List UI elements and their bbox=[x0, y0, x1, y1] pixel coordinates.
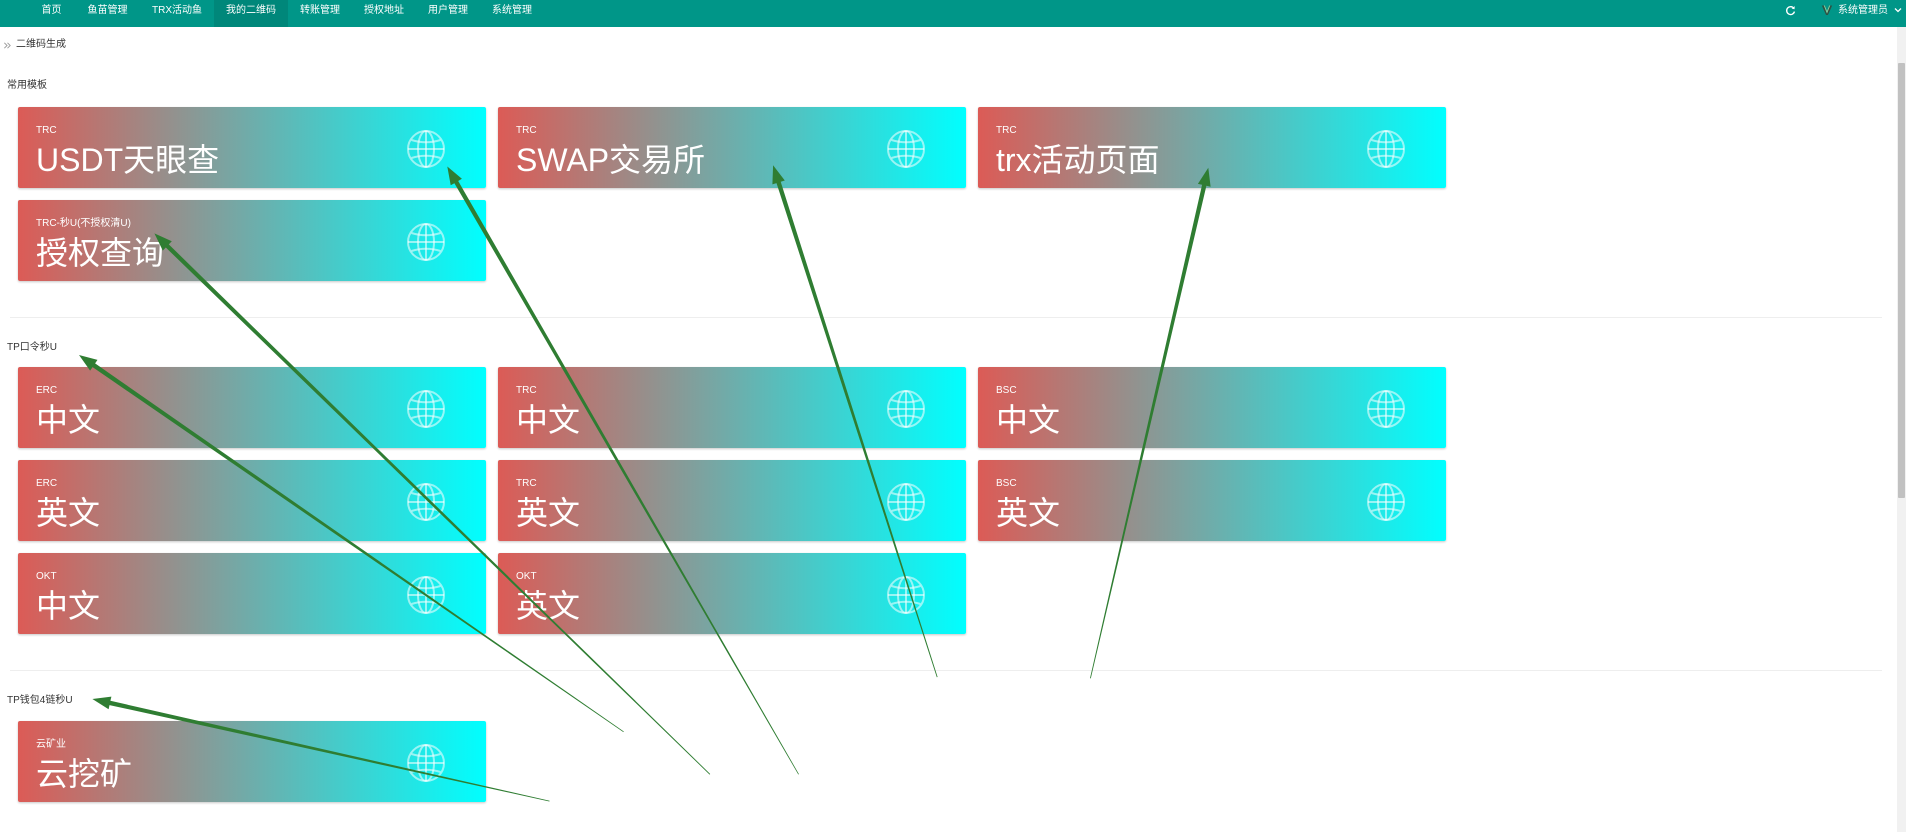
breadcrumb-current: 二维码生成 bbox=[16, 39, 66, 50]
globe-icon bbox=[1365, 481, 1407, 523]
nav-item-my-qrcode[interactable]: 我的二维码 bbox=[214, 0, 288, 27]
template-card[interactable]: ERC 中文 bbox=[18, 367, 486, 448]
card-chain-label: BSC bbox=[996, 385, 1017, 396]
card-title: 中文 bbox=[36, 402, 101, 438]
card-title: trx活动页面 bbox=[996, 142, 1160, 178]
template-card[interactable]: OKT 中文 bbox=[18, 553, 486, 634]
section-title-common-templates: 常用模板 bbox=[7, 80, 47, 91]
globe-icon bbox=[1365, 128, 1407, 170]
card-title: 英文 bbox=[36, 495, 101, 531]
card-chain-label: TRC bbox=[36, 125, 57, 136]
card-title: 英文 bbox=[996, 495, 1061, 531]
section-divider bbox=[10, 670, 1882, 671]
card-chain-label: OKT bbox=[36, 571, 57, 582]
globe-icon bbox=[405, 574, 447, 616]
globe-icon bbox=[885, 388, 927, 430]
template-card[interactable]: TRC SWAP交易所 bbox=[498, 107, 966, 188]
card-title: 英文 bbox=[516, 495, 581, 531]
globe-icon bbox=[885, 574, 927, 616]
card-title: 中文 bbox=[36, 588, 101, 624]
template-card[interactable]: TRC trx活动页面 bbox=[978, 107, 1446, 188]
globe-icon bbox=[405, 742, 447, 784]
section-tp-password: ERC 中文 TRC 中文 BSC 中文 ERC 英文 TRC 英文 BSC 英… bbox=[18, 367, 1446, 634]
nav-item-fish-management[interactable]: 鱼苗管理 bbox=[87, 5, 128, 16]
card-title: 中文 bbox=[996, 402, 1061, 438]
globe-icon bbox=[1365, 388, 1407, 430]
card-chain-label: TRC bbox=[516, 385, 537, 396]
card-chain-label: OKT bbox=[516, 571, 537, 582]
nav-item-transfer-management[interactable]: 转账管理 bbox=[300, 5, 340, 16]
template-card[interactable]: BSC 英文 bbox=[978, 460, 1446, 541]
nav-item-system-management[interactable]: 系统管理 bbox=[492, 5, 532, 16]
card-title: 中文 bbox=[516, 402, 581, 438]
card-title: 英文 bbox=[516, 588, 581, 624]
template-card[interactable]: ERC 英文 bbox=[18, 460, 486, 541]
scrollbar-thumb[interactable] bbox=[1898, 63, 1905, 498]
card-chain-label: ERC bbox=[36, 478, 58, 489]
card-chain-label: BSC bbox=[996, 478, 1017, 489]
card-chain-label: 云矿业 bbox=[36, 739, 66, 750]
template-card[interactable]: 云矿业 云挖矿 bbox=[18, 721, 486, 802]
v-logo-icon bbox=[1821, 5, 1833, 15]
double-chevron-right-icon bbox=[4, 41, 11, 49]
current-user-name[interactable]: 系统管理员 bbox=[1838, 5, 1888, 16]
globe-icon bbox=[885, 128, 927, 170]
card-title: USDT天眼查 bbox=[36, 142, 220, 178]
template-card[interactable]: BSC 中文 bbox=[978, 367, 1446, 448]
card-chain-label: ERC bbox=[36, 385, 58, 396]
breadcrumb: 二维码生成 bbox=[3, 38, 66, 52]
template-card[interactable]: TRC USDT天眼查 bbox=[18, 107, 486, 188]
nav-item-home[interactable]: 首页 bbox=[41, 5, 62, 16]
section-title-tp-wallet: TP钱包4链秒U bbox=[7, 695, 73, 706]
top-nav-bar: 首页 鱼苗管理 TRX活动鱼 我的二维码 转账管理 授权地址 用户管理 系统管理… bbox=[0, 0, 1906, 27]
card-chain-label: TRC bbox=[996, 125, 1017, 136]
card-title: 云挖矿 bbox=[36, 756, 133, 792]
nav-item-trx-activity[interactable]: TRX活动鱼 bbox=[152, 5, 202, 16]
globe-icon bbox=[405, 221, 447, 263]
section-tp-wallet: 云矿业 云挖矿 bbox=[18, 721, 1446, 802]
section-common-templates: TRC USDT天眼查 TRC SWAP交易所 TRC trx活动页面 TRC-… bbox=[18, 107, 1446, 281]
card-chain-label: TRC-秒U(不授权清U) bbox=[36, 218, 131, 229]
template-card[interactable]: TRC-秒U(不授权清U) 授权查询 bbox=[18, 200, 486, 281]
globe-icon bbox=[405, 388, 447, 430]
template-card[interactable]: TRC 中文 bbox=[498, 367, 966, 448]
card-title: 授权查询 bbox=[36, 235, 165, 271]
nav-item-user-management[interactable]: 用户管理 bbox=[428, 5, 468, 16]
globe-icon bbox=[405, 128, 447, 170]
globe-icon bbox=[885, 481, 927, 523]
globe-icon bbox=[405, 481, 447, 523]
nav-item-authorized-address[interactable]: 授权地址 bbox=[364, 5, 404, 16]
refresh-icon[interactable] bbox=[1785, 5, 1796, 16]
section-divider bbox=[10, 317, 1882, 318]
card-title: SWAP交易所 bbox=[516, 142, 706, 178]
main-menu: 首页 鱼苗管理 TRX活动鱼 我的二维码 转账管理 授权地址 用户管理 系统管理 bbox=[28, 0, 544, 27]
template-card[interactable]: TRC 英文 bbox=[498, 460, 966, 541]
chevron-down-icon[interactable] bbox=[1893, 5, 1903, 15]
template-card[interactable]: OKT 英文 bbox=[498, 553, 966, 634]
section-title-tp-password: TP口令秒U bbox=[7, 342, 57, 353]
card-chain-label: TRC bbox=[516, 478, 537, 489]
card-chain-label: TRC bbox=[516, 125, 537, 136]
